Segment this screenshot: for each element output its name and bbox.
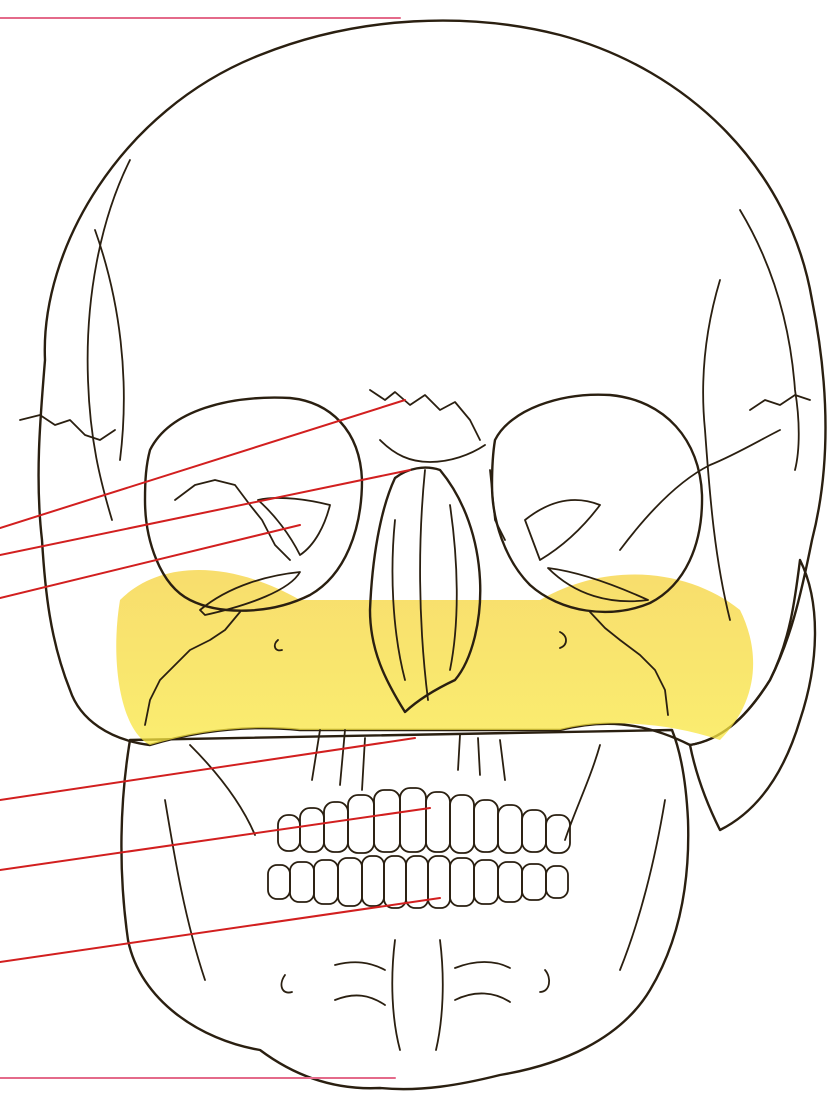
left-mandible-line (165, 800, 205, 980)
symphysis-right (436, 940, 443, 1050)
mental-protuberance-left-lower (335, 995, 385, 1005)
left-temporal-suture (88, 160, 130, 520)
left-orbit-sutures (175, 480, 290, 560)
left-zygomatic-suture (20, 415, 115, 440)
right-sphenoid-suture (750, 395, 810, 410)
right-temporal-suture (740, 210, 799, 470)
right-orbit-fissure (525, 500, 600, 560)
face-region (116, 570, 753, 745)
symphysis-left (392, 940, 400, 1050)
mandible (121, 730, 688, 1089)
nasal-suture (370, 390, 480, 440)
right-mental-foramen (540, 970, 549, 992)
frontonasal-suture (380, 440, 485, 462)
left-temporal-line (95, 230, 124, 460)
mental-protuberance-left (335, 962, 385, 970)
mental-protuberance-right-lower (455, 993, 510, 1002)
tooth-roots (190, 730, 600, 840)
right-temporal-line (703, 280, 730, 620)
upper-teeth (278, 788, 570, 853)
right-mandible-line (620, 800, 665, 970)
leader-line-4 (0, 738, 415, 800)
leader-line-6 (0, 898, 440, 962)
left-mental-foramen (281, 975, 292, 993)
mental-protuberance-right (455, 962, 510, 968)
leader-line-5 (0, 808, 430, 870)
leader-line-1 (0, 400, 405, 528)
